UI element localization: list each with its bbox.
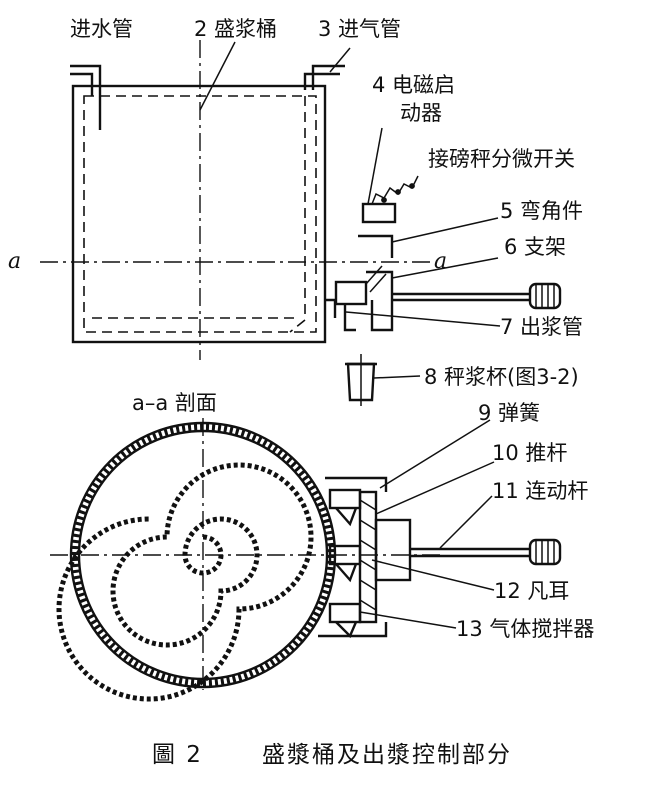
valve-middle bbox=[328, 544, 362, 566]
section-view bbox=[50, 418, 562, 702]
label-push-rod: 10 推杆 bbox=[492, 441, 567, 465]
label-elbow-piece: 5 弯角件 bbox=[500, 199, 583, 223]
valve-upper bbox=[328, 488, 362, 510]
linkage-housing bbox=[374, 518, 412, 582]
elevation-view bbox=[40, 40, 562, 406]
label-slurry-bucket: 2 盛浆桶 bbox=[194, 17, 277, 41]
label-gas-inlet-pipe: 3 进气管 bbox=[318, 17, 401, 41]
gas-inlet-pipe bbox=[303, 72, 340, 90]
valve-lower bbox=[328, 602, 362, 624]
label-weigh-cup: 8 秤浆杯(图3-2) bbox=[424, 365, 579, 389]
bucket-outline bbox=[71, 84, 327, 344]
label-solenoid-line1: 4 电磁启 bbox=[372, 73, 455, 97]
label-outlet-pipe: 7 出浆管 bbox=[500, 315, 583, 339]
label-linkage-rod: 11 连动杆 bbox=[492, 479, 588, 503]
valve-body bbox=[334, 280, 368, 306]
mounting-plate bbox=[358, 490, 378, 624]
label-gas-agitator: 13 气体搅拌器 bbox=[456, 617, 594, 641]
label-section-title: a–a 剖面 bbox=[132, 391, 217, 415]
solenoid-wires bbox=[371, 175, 419, 205]
elbow-piece bbox=[358, 234, 394, 258]
rod-knob-top bbox=[528, 282, 562, 310]
gas-agitator-coil bbox=[56, 462, 314, 702]
figure-caption: 圖 2 盛漿桶及出漿控制部分 bbox=[152, 742, 512, 768]
labels: 进水管 2 盛浆桶 3 进气管 4 电磁启 动器 接磅秤分微开关 5 弯角件 6… bbox=[8, 17, 594, 641]
solenoid-starter bbox=[361, 202, 397, 224]
water-inlet-pipe bbox=[70, 64, 102, 130]
bracket-frame bbox=[366, 270, 394, 332]
label-inlet-water-pipe: 进水管 bbox=[70, 17, 133, 41]
label-spring: 9 弹簧 bbox=[478, 401, 540, 425]
label-micro-switch: 接磅秤分微开关 bbox=[428, 147, 575, 171]
label-section-mark-left: a bbox=[8, 249, 21, 274]
caption-figure-number: 圖 2 bbox=[152, 742, 203, 768]
rod-knob-section bbox=[528, 538, 562, 566]
outlet-pipe bbox=[343, 304, 356, 332]
label-section-mark-right: a bbox=[434, 249, 447, 274]
label-solenoid-line2: 动器 bbox=[400, 101, 442, 125]
label-lug: 12 凡耳 bbox=[494, 579, 569, 603]
caption-title: 盛漿桶及出漿控制部分 bbox=[262, 742, 512, 768]
label-bracket: 6 支架 bbox=[504, 235, 566, 259]
